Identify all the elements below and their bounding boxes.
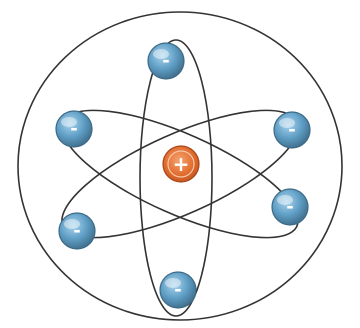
electron-top: -: [148, 43, 184, 79]
electron-charge-label: -: [73, 221, 80, 242]
electron-left-lower: -: [59, 213, 95, 249]
electron-charge-label: -: [288, 120, 295, 141]
nucleus: +: [163, 146, 199, 182]
nucleus-charge-label: +: [173, 152, 190, 176]
electron-left-upper: -: [56, 111, 92, 147]
electron-right-lower: -: [272, 189, 308, 225]
electron-charge-label: -: [162, 51, 169, 72]
electron-bottom: -: [160, 272, 196, 308]
electron-charge-label: -: [286, 197, 293, 218]
electron-charge-label: -: [174, 280, 181, 301]
electron-charge-label: -: [70, 119, 77, 140]
electron-right-upper: -: [274, 112, 310, 148]
